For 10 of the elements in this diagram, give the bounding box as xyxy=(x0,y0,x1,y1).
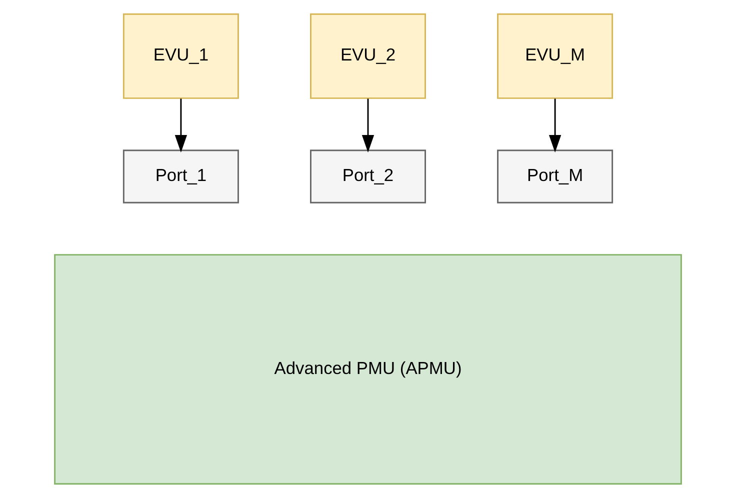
arrow xyxy=(361,98,374,152)
node-box: Port_1 xyxy=(122,150,238,204)
node-box: EVU_2 xyxy=(310,13,426,99)
node-box: Port_2 xyxy=(310,150,426,204)
arrow xyxy=(174,98,187,152)
node-box: Port_M xyxy=(496,150,613,204)
arrow xyxy=(548,98,561,152)
node-box: EVU_M xyxy=(496,13,613,99)
node-box: EVU_1 xyxy=(122,13,238,99)
node-box: Advanced PMU (APMU) xyxy=(54,254,682,485)
